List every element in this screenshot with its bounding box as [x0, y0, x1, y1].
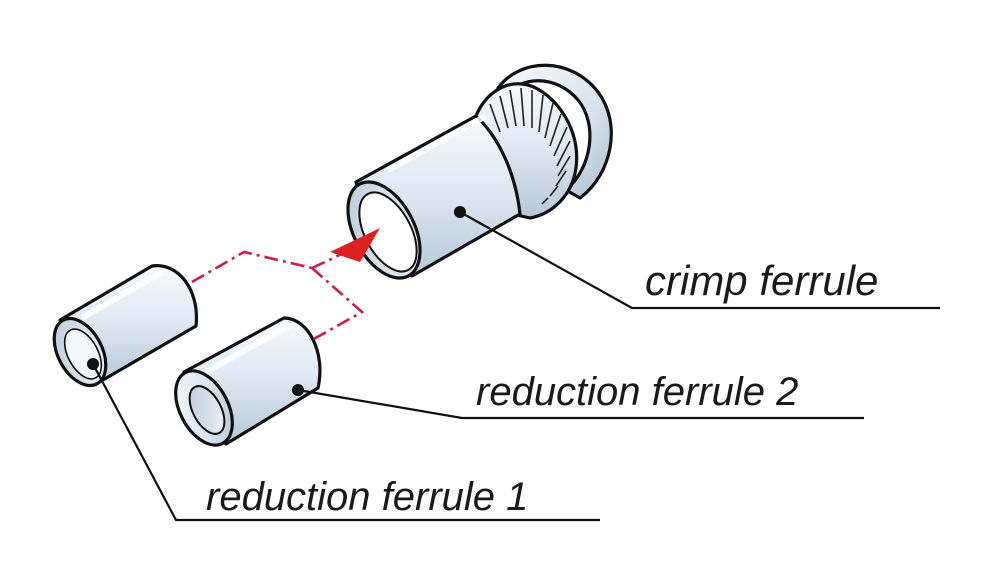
- reduction-ferrule-1-label: reduction ferrule 1: [206, 475, 529, 519]
- leader-lines: [92, 211, 940, 522]
- insertion-arrow: [330, 228, 380, 262]
- reduction-ferrule-1: [52, 264, 199, 388]
- reduction-ferrule-1-leader: [92, 363, 600, 522]
- crimp-ferrule-flange-rim: [496, 63, 613, 200]
- crimp-ferrule-leader: [459, 211, 940, 310]
- crimp-ferrule-knurl-ridges: [489, 87, 571, 205]
- reduction-ferrule-2-bore: [188, 385, 226, 435]
- reduction-ferrule-2-label: reduction ferrule 2: [476, 370, 799, 414]
- crimp-ferrule-highlight: [386, 113, 488, 173]
- crimp-ferrule-label: crimp ferrule: [645, 257, 879, 304]
- reduction-ferrule-2: [174, 316, 322, 447]
- reduction-ferrule-2-leader: [297, 388, 864, 420]
- crimp-ferrule: [346, 63, 613, 280]
